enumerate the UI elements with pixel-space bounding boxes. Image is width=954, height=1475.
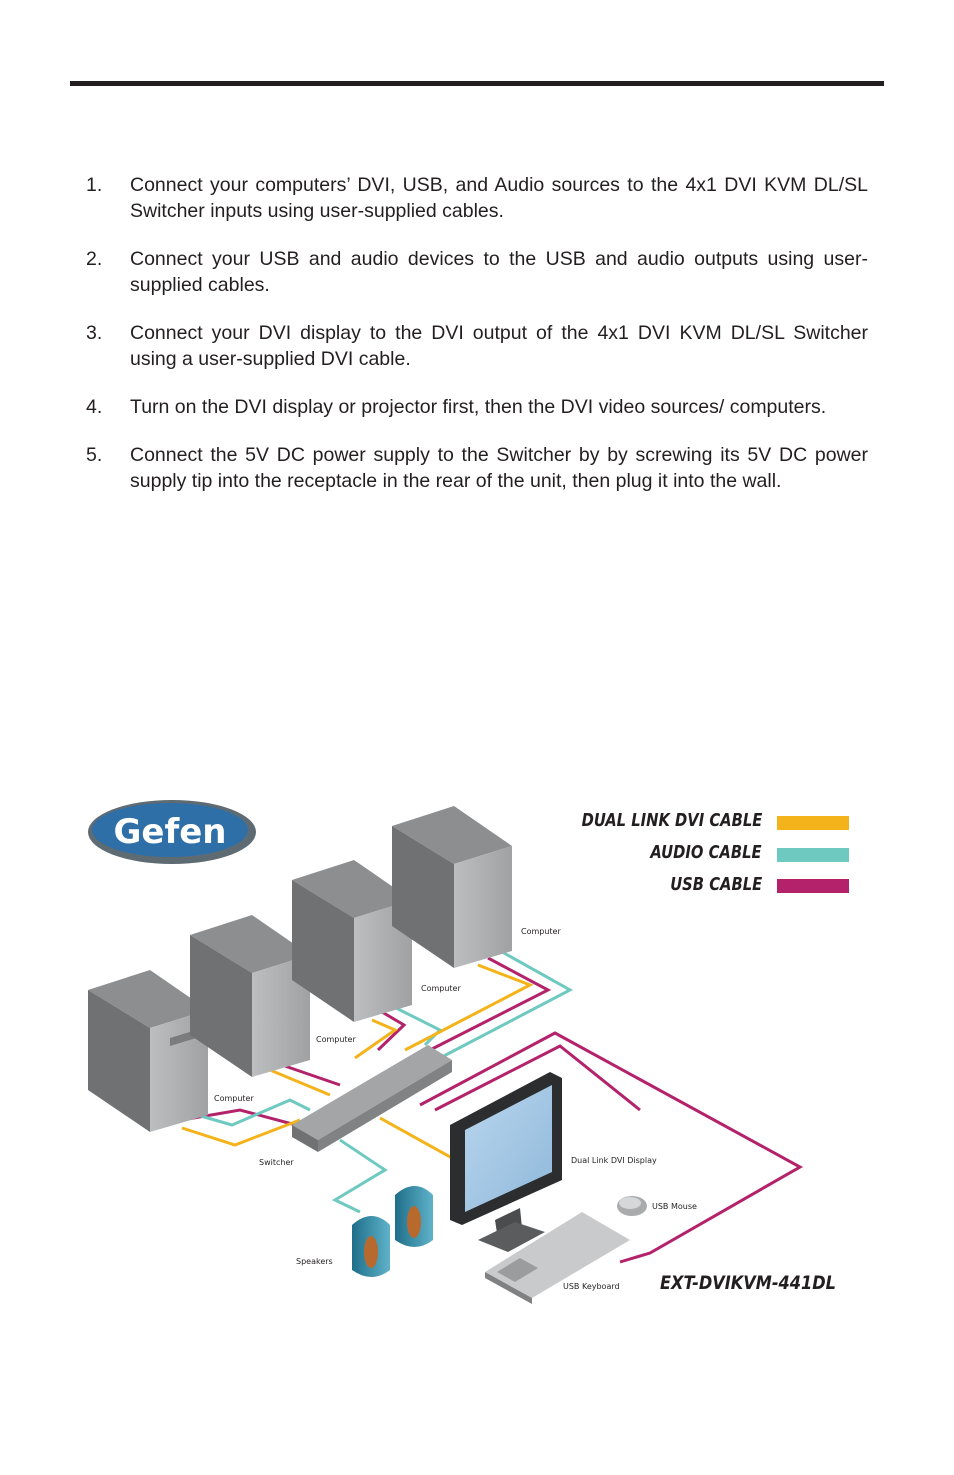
step-5: 5. Connect the 5V DC power supply to the… <box>86 442 868 494</box>
instruction-steps: 1. Connect your computers’ DVI, USB, and… <box>86 172 868 516</box>
label-display: Dual Link DVI Display <box>571 1156 657 1165</box>
step-1: 1. Connect your computers’ DVI, USB, and… <box>86 172 868 224</box>
usb-keyboard <box>485 1212 630 1304</box>
computer-tower-1 <box>88 970 208 1132</box>
step-2: 2. Connect your USB and audio devices to… <box>86 246 868 298</box>
legend-label-audio: AUDIO CABLE <box>650 842 762 863</box>
legend-label-usb: USB CABLE <box>669 874 762 895</box>
legend-label-dvi: DUAL LINK DVI CABLE <box>581 810 762 831</box>
switcher-device <box>292 1045 452 1152</box>
usb-mouse <box>617 1196 647 1216</box>
speakers <box>352 1186 433 1277</box>
step-text: Connect your DVI display to the DVI outp… <box>130 322 868 370</box>
step-number: 5. <box>86 444 103 466</box>
label-switcher: Switcher <box>259 1158 294 1167</box>
connection-diagram: Gefen <box>88 800 804 1304</box>
computer-tower-4 <box>392 806 512 968</box>
label-computer-1: Computer <box>214 1094 254 1103</box>
step-text: Connect your USB and audio devices to th… <box>130 248 868 296</box>
step-3: 3. Connect your DVI display to the DVI o… <box>86 320 868 372</box>
step-text: Connect the 5V DC power supply to the Sw… <box>130 444 868 492</box>
logo-text: Gefen <box>113 812 226 852</box>
label-computer-2: Computer <box>316 1035 356 1044</box>
step-number: 1. <box>86 174 103 196</box>
label-computer-3: Computer <box>421 984 461 993</box>
legend-swatch-dvi <box>777 816 849 830</box>
step-number: 2. <box>86 248 103 270</box>
step-text: Connect your computers’ DVI, USB, and Au… <box>130 174 868 222</box>
dual-link-dvi-display <box>450 1072 562 1252</box>
gefen-logo: Gefen <box>88 800 256 864</box>
step-number: 3. <box>86 322 103 344</box>
step-4: 4. Turn on the DVI display or projector … <box>86 394 868 420</box>
label-mouse: USB Mouse <box>652 1202 697 1211</box>
computer-tower-3 <box>292 860 412 1022</box>
step-text: Turn on the DVI display or projector fir… <box>130 396 827 418</box>
legend-swatch-usb <box>777 879 849 893</box>
label-keyboard: USB Keyboard <box>563 1282 620 1291</box>
label-computer-4: Computer <box>521 927 561 936</box>
dvi-cables <box>181 963 534 1170</box>
top-rule <box>70 81 884 86</box>
step-number: 4. <box>86 396 103 418</box>
label-speakers: Speakers <box>296 1257 333 1266</box>
model-number: EXT-DVIKVM-441DL <box>660 1272 836 1294</box>
computer-tower-2 <box>190 915 310 1077</box>
audio-cables <box>179 946 574 1214</box>
legend-swatch-audio <box>777 848 849 862</box>
